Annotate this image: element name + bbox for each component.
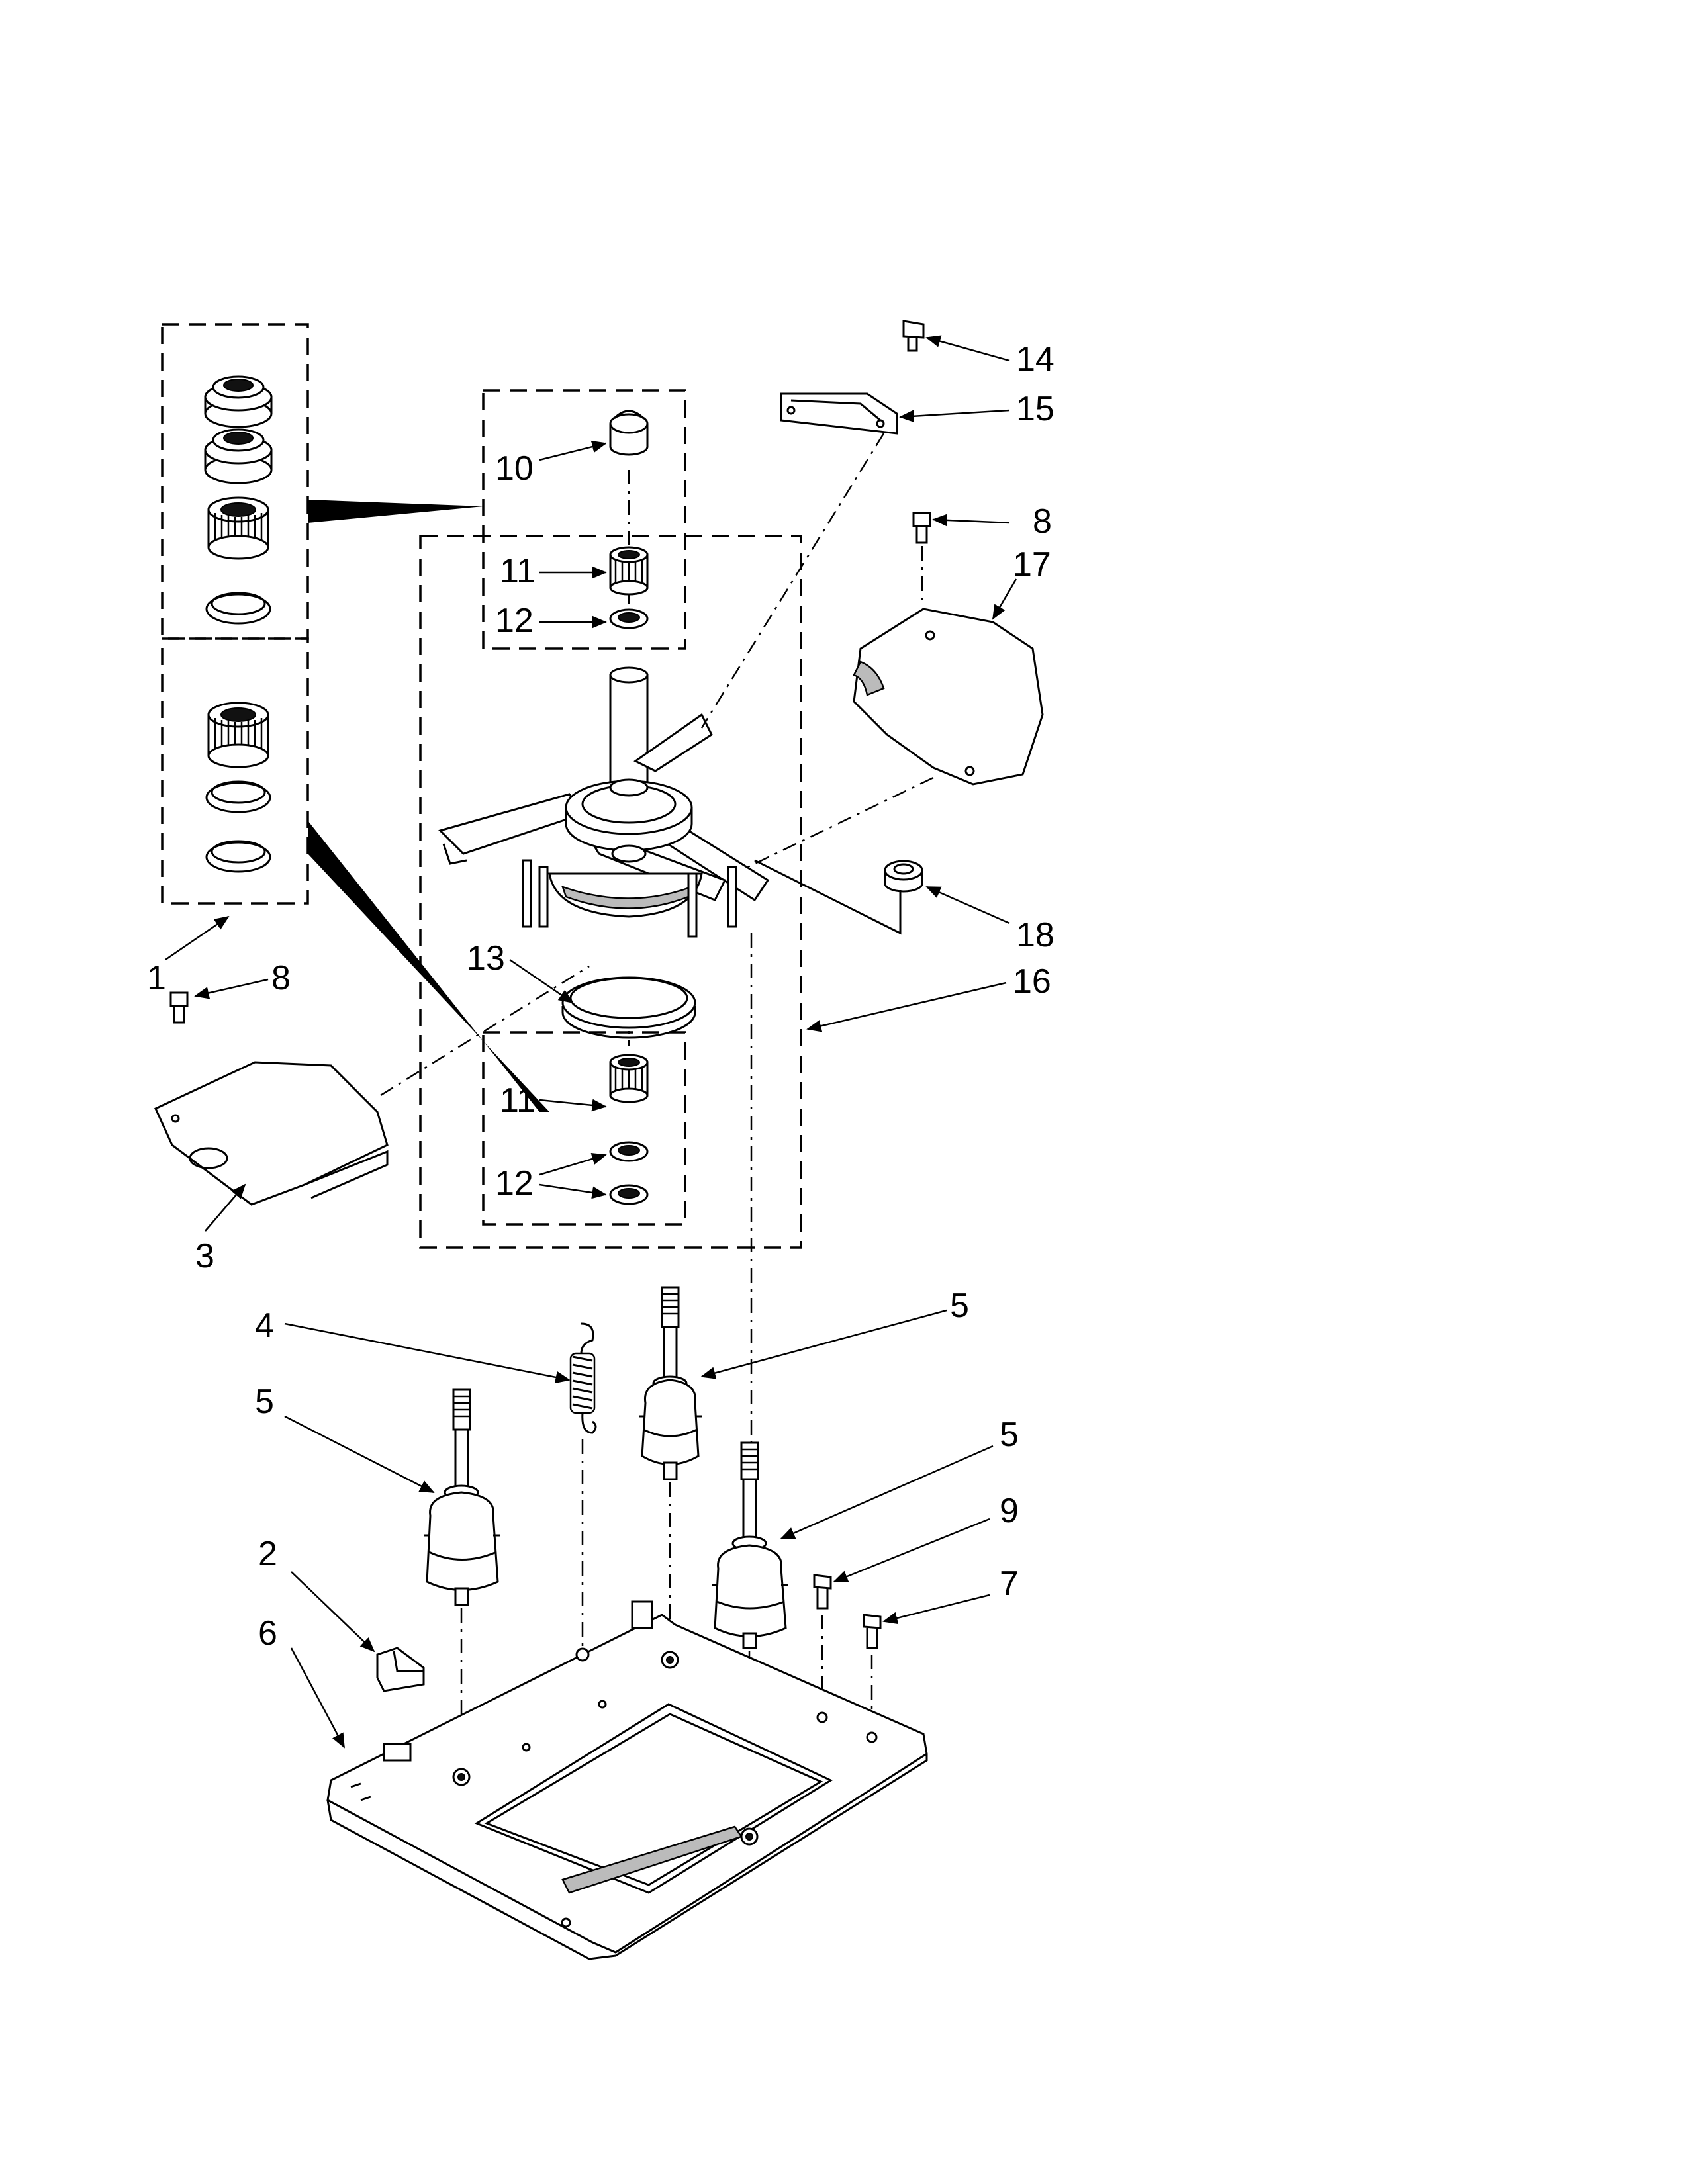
callout-13: 13	[467, 939, 505, 978]
callout-1: 1	[147, 959, 166, 997]
callout-17: 17	[1013, 545, 1051, 584]
transmission-shaft	[609, 666, 649, 789]
callout-14: 14	[1016, 340, 1055, 379]
callout-12-upper: 12	[495, 602, 534, 640]
callout-16: 16	[1013, 962, 1051, 1001]
bracket-leader	[700, 433, 885, 729]
callout-11-lower: 11	[500, 1081, 536, 1120]
leaders	[165, 335, 1017, 1749]
lock-nut	[884, 860, 923, 893]
callout-12-lower: 12	[495, 1164, 534, 1203]
callout-8-lower: 8	[271, 959, 291, 997]
bracket-screw	[902, 320, 925, 352]
washer-upper	[609, 608, 649, 629]
transmission-posts	[522, 859, 737, 938]
callout-5-center: 5	[950, 1287, 969, 1325]
bearing-box-lower	[482, 1031, 686, 1226]
belt-shield-left	[154, 1061, 389, 1206]
shield-left-leader	[380, 965, 590, 1097]
screw-9	[813, 1574, 832, 1707]
kit-ring-lower-1	[205, 780, 271, 813]
callout-7: 7	[1000, 1565, 1019, 1603]
kit-ring-lower-2	[205, 840, 271, 873]
transmission-housing	[548, 844, 703, 918]
callout-10: 10	[495, 449, 534, 488]
callout-3: 3	[195, 1237, 214, 1275]
kit-wedge-upper	[308, 500, 483, 523]
callout-5-right: 5	[1000, 1416, 1019, 1454]
screw-lower	[169, 991, 189, 1024]
washer-lower-2	[609, 1184, 649, 1205]
callout-8-upper: 8	[1033, 502, 1052, 541]
suspension-leg-right	[712, 1441, 788, 1833]
screw-upper	[912, 512, 931, 606]
drive-belt	[561, 976, 696, 1039]
callout-15: 15	[1016, 390, 1055, 428]
suspension-spring	[569, 1322, 597, 1655]
bearing-lower	[609, 1054, 649, 1103]
bracket	[780, 392, 898, 435]
kit-gear-upper	[207, 496, 269, 560]
kit-box-upper	[161, 323, 309, 640]
nut-leader	[754, 859, 902, 935]
callout-4: 4	[255, 1306, 274, 1345]
base-plate	[326, 1600, 928, 1960]
shaft-cap	[609, 410, 649, 456]
spring-clip	[376, 1647, 425, 1692]
kit-gear-lower	[207, 702, 269, 768]
bearing-box-upper	[482, 389, 686, 650]
assembly-box	[419, 535, 802, 1249]
bearing-upper	[609, 546, 649, 596]
kit-seal-upper-2	[204, 428, 273, 484]
kit-box-lower	[161, 637, 309, 905]
suspension-leg-center	[639, 1286, 702, 1655]
callout-18: 18	[1016, 916, 1055, 954]
callout-6: 6	[258, 1614, 277, 1653]
kit-seal-upper-1	[204, 375, 273, 428]
shield-leader	[747, 776, 934, 868]
screw-7	[863, 1614, 882, 1727]
kit-wedge-lower	[308, 821, 549, 1112]
callout-11-upper: 11	[500, 552, 536, 590]
washer-lower-1	[609, 1141, 649, 1162]
suspension-leg-left	[424, 1388, 500, 1754]
callout-5-left: 5	[255, 1383, 274, 1421]
transmission-pulley	[565, 778, 693, 852]
belt-shield-right	[853, 608, 1044, 786]
callout-9: 9	[1000, 1492, 1019, 1530]
callout-2: 2	[258, 1535, 277, 1573]
kit-ring-upper	[205, 592, 271, 625]
